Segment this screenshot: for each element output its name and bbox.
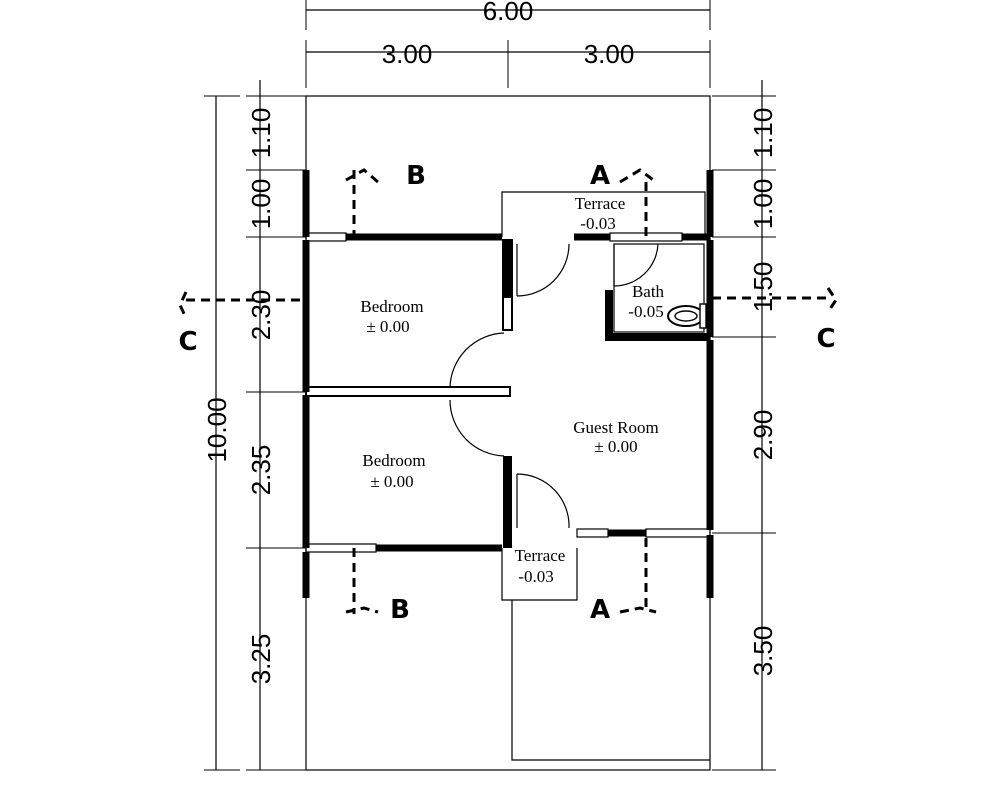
room-level-bedroom-top: ± 0.00 [366,317,409,336]
room-label-bedroom-bottom: Bedroom [362,451,425,470]
top-dimension-lines [305,0,711,88]
dim-right-seg-2: 1.00 [748,179,778,230]
section-arrows [178,168,838,614]
dim-top-right: 3.00 [584,39,635,69]
dim-right-seg-4: 2.90 [748,410,778,461]
dim-left-seg-3: 2.30 [246,290,276,341]
dim-right-seg-3: 1.50 [748,262,778,313]
section-mark-c-left: C [178,327,197,357]
room-level-terrace-top: -0.03 [580,214,615,233]
left-dimension-lines [204,80,306,771]
section-mark-a-bottom: A [590,595,610,625]
interior-walls [305,239,710,548]
section-mark-a-top: A [590,161,610,191]
dim-left-seg-5: 3.25 [246,634,276,685]
section-lines [186,170,828,614]
room-level-bath: -0.05 [628,302,663,321]
room-label-bedroom-top: Bedroom [360,297,423,316]
section-mark-c-right: C [816,324,835,354]
dim-left-total: 10.00 [202,397,232,462]
dim-top-left: 3.00 [382,39,433,69]
door-swings [449,243,659,529]
room-level-bedroom-bottom: ± 0.00 [370,472,413,491]
right-dimension-lines [712,80,776,771]
exterior-walls [302,170,714,598]
dim-left-seg-1: 1.10 [246,108,276,159]
dim-top-total: 6.00 [483,0,534,26]
section-mark-b-bottom: B [390,595,410,625]
room-label-bath: Bath [632,282,665,301]
room-level-terrace-bottom: -0.03 [518,567,553,586]
dim-left-seg-4: 2.35 [246,445,276,496]
dim-right-seg-1: 1.10 [748,108,778,159]
toilet-icon [667,303,707,329]
section-mark-b-top: B [406,161,426,191]
room-label-terrace-bottom: Terrace [515,546,566,565]
room-label-terrace-top: Terrace [575,194,626,213]
window-openings [305,232,711,553]
room-label-guest-room: Guest Room [573,418,658,437]
dim-right-seg-5: 3.50 [748,626,778,677]
dim-left-seg-2: 1.00 [246,179,276,230]
room-level-guest-room: ± 0.00 [594,437,637,456]
